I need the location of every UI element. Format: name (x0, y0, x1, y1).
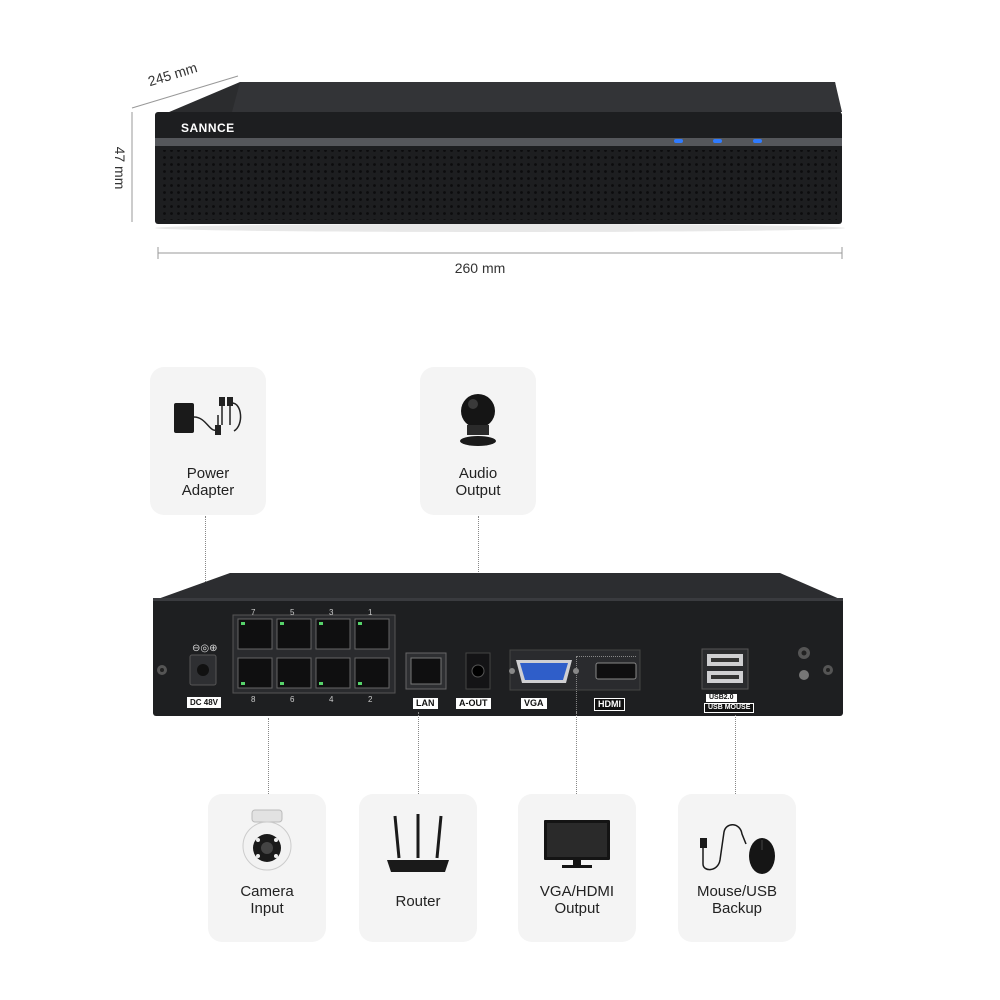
card-label: Input (250, 900, 284, 917)
card-label: Camera (240, 883, 294, 900)
hdmi-label: HDMI (594, 698, 625, 711)
mouse-icon (700, 824, 775, 874)
brand-logo: SANNCE (181, 121, 235, 135)
camera-input-card: Camera Input (208, 794, 326, 942)
connector-line (576, 656, 636, 657)
nvr-front-view (131, 75, 845, 259)
speaker-icon (460, 394, 496, 446)
connector-line (576, 712, 577, 794)
usb-label: USB2.0 (706, 694, 737, 702)
security-camera-icon (242, 809, 292, 871)
width-dimension: 260 mm (454, 260, 506, 276)
connector-line (418, 712, 419, 794)
card-label: Router (395, 893, 441, 910)
status-led (713, 139, 722, 143)
aout-label: A-OUT (456, 698, 491, 709)
card-label: Output (554, 900, 600, 917)
card-label: Output (455, 482, 501, 499)
audio-output-card: Audio Output (420, 367, 536, 515)
status-led (753, 139, 762, 143)
card-label: Mouse/USB (696, 883, 778, 900)
mouse-usb-backup-card: Mouse/USB Backup (678, 794, 796, 942)
card-label: Adapter (181, 482, 235, 499)
port-number: 4 (329, 695, 334, 704)
router-card: Router (359, 794, 477, 942)
connector-line (576, 656, 577, 712)
usb-mouse-label: USB MOUSE (704, 703, 755, 713)
card-label: Backup (711, 900, 763, 917)
connector-line (268, 718, 269, 794)
lan-label: LAN (413, 698, 438, 709)
port-number: 3 (329, 608, 334, 617)
router-icon (387, 814, 449, 872)
vga-label: VGA (521, 698, 547, 709)
card-label: Power (186, 465, 230, 482)
port-number: 2 (368, 695, 373, 704)
dc-symbol-icon: ⊖◎⊕ (192, 643, 218, 654)
nvr-back-panel (153, 573, 843, 716)
port-number: 6 (290, 695, 295, 704)
port-number: 5 (290, 608, 295, 617)
port-number: 1 (368, 608, 373, 617)
power-adapter-card: Power Adapter (150, 367, 266, 515)
status-led (674, 139, 683, 143)
height-dimension: 47 mm (112, 146, 128, 190)
port-number: 7 (251, 608, 256, 617)
monitor-icon (544, 820, 610, 868)
connector-line (735, 715, 736, 794)
power-adapter-icon (174, 397, 242, 435)
vga-hdmi-output-card: VGA/HDMI Output (518, 794, 636, 942)
port-number: 8 (251, 695, 256, 704)
dc-label: DC 48V (187, 697, 222, 708)
card-label: VGA/HDMI (539, 883, 615, 900)
card-label: Audio (458, 465, 498, 482)
